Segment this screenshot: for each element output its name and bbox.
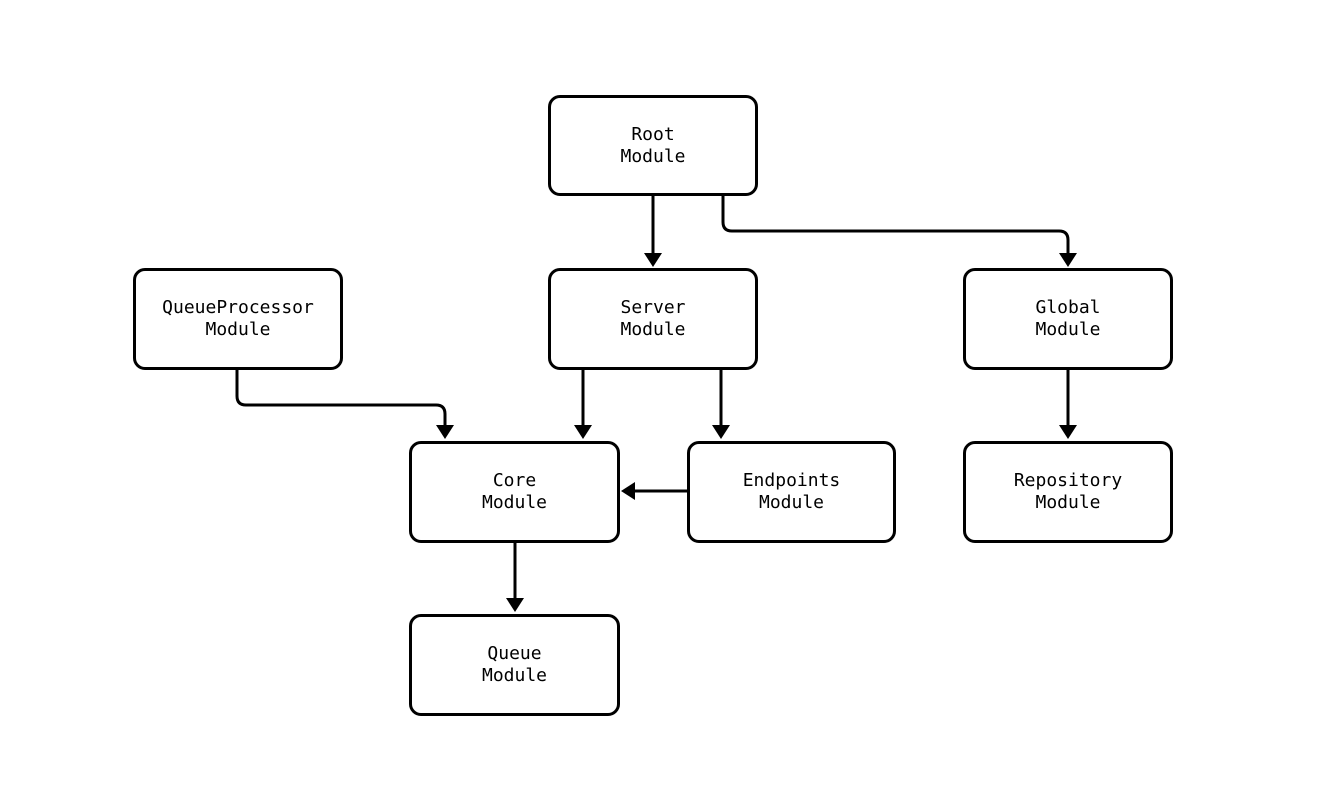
- core-module-node[interactable]: Core Module: [409, 441, 620, 543]
- node-title: Global: [1035, 297, 1101, 318]
- edge-core-to-queue-arrowhead: [506, 598, 524, 612]
- node-subtitle: Module: [620, 319, 686, 340]
- node-title: Queue: [487, 643, 542, 664]
- edge-queueprocessor-to-core-arrowhead: [436, 425, 454, 439]
- global-module-node[interactable]: Global Module: [963, 268, 1173, 370]
- node-subtitle: Module: [205, 319, 271, 340]
- server-module-node[interactable]: Server Module: [548, 268, 758, 370]
- queueprocessor-module-node[interactable]: QueueProcessor Module: [133, 268, 343, 370]
- node-title: Endpoints: [742, 470, 841, 491]
- node-title: Core: [492, 470, 537, 491]
- edge-queueprocessor-to-core: [235, 370, 447, 430]
- queue-module-node[interactable]: Queue Module: [409, 614, 620, 716]
- edge-root-to-global-arrowhead: [1059, 253, 1077, 267]
- edge-root-to-global: [721, 196, 1070, 258]
- node-title: QueueProcessor: [162, 297, 314, 318]
- node-subtitle: Module: [1035, 492, 1101, 513]
- edge-server-to-endpoints-arrowhead: [712, 425, 730, 439]
- node-subtitle: Module: [758, 492, 825, 513]
- edge-root-to-server-arrowhead: [644, 253, 662, 267]
- edge-global-to-repository-arrowhead: [1059, 425, 1077, 439]
- node-subtitle: Module: [620, 145, 686, 167]
- root-module-node[interactable]: Root Module: [548, 95, 758, 196]
- endpoints-module-node[interactable]: Endpoints Module: [687, 441, 896, 543]
- repository-module-node[interactable]: Repository Module: [963, 441, 1173, 543]
- edge-endpoints-to-core-arrowhead: [621, 482, 635, 500]
- edge-server-to-core-arrowhead: [574, 425, 592, 439]
- node-subtitle: Module: [481, 665, 548, 686]
- node-title: Repository: [1013, 470, 1123, 491]
- node-title: Root: [631, 123, 675, 145]
- node-subtitle: Module: [1035, 319, 1101, 340]
- node-title: Server: [620, 297, 686, 318]
- node-subtitle: Module: [481, 492, 548, 513]
